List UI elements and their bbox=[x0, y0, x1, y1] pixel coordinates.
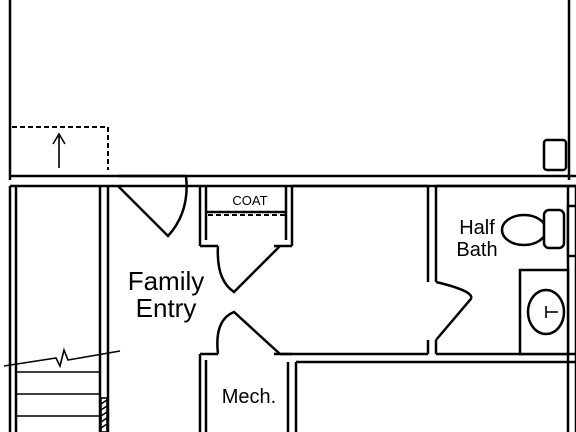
bath-vent bbox=[566, 204, 576, 258]
half-bath-door bbox=[435, 280, 473, 341]
stair-area bbox=[3, 186, 121, 432]
half-bath: Half Bath bbox=[436, 184, 576, 432]
toilet-tank-icon bbox=[542, 208, 566, 250]
garage-door bbox=[117, 174, 188, 238]
mech-label: Mech. bbox=[222, 386, 276, 408]
family-entry-label-2: Entry bbox=[136, 293, 197, 323]
hall-walls bbox=[280, 184, 576, 432]
garage-area bbox=[8, 0, 576, 188]
coat-label: COAT bbox=[232, 193, 267, 208]
family-entry-label-1: Family bbox=[128, 266, 205, 296]
up-arrow-icon bbox=[52, 132, 66, 168]
water-heater bbox=[542, 138, 568, 172]
toilet-bowl-icon bbox=[500, 213, 548, 247]
coat-closet: COAT bbox=[198, 186, 294, 294]
coat-closet-door bbox=[216, 245, 281, 294]
mech-door bbox=[216, 310, 281, 355]
half-bath-label-1: Half bbox=[459, 217, 495, 239]
stair-railing bbox=[100, 397, 108, 432]
mech-room: Mech. bbox=[198, 310, 292, 432]
half-bath-label-2: Bath bbox=[456, 239, 497, 261]
stair-break-line bbox=[3, 347, 121, 369]
garage-step bbox=[12, 126, 109, 170]
